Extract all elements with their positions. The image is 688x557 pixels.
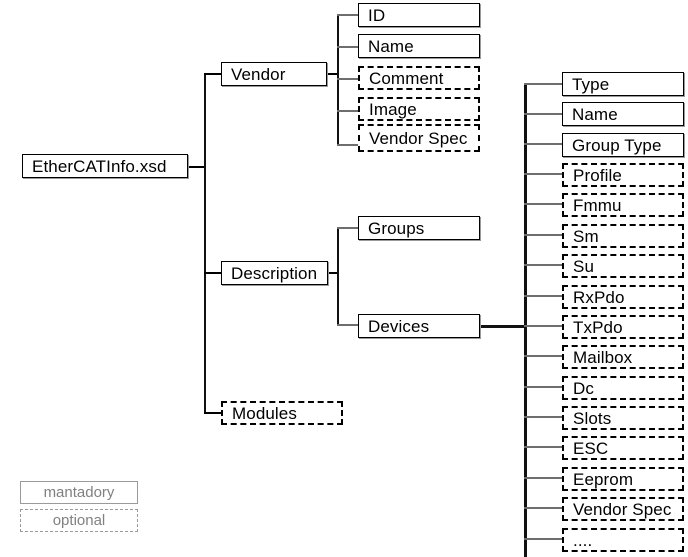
node-label: Fmmu — [573, 195, 622, 215]
connector-devices-to-fmmu — [524, 203, 562, 205]
node-label: RxPdo — [573, 287, 625, 307]
node-device-vendor-spec[interactable]: Vendor Spec — [562, 497, 684, 521]
node-label: Profile — [573, 165, 622, 185]
node-label: Group Type — [572, 135, 662, 155]
connector-vendor-stub — [328, 73, 338, 75]
node-label: Slots — [573, 408, 612, 428]
connector-devices-to-txpdo — [524, 325, 562, 327]
connector-description-trunk — [337, 227, 339, 326]
connector-devices-to-vendor-spec — [524, 507, 562, 509]
connector-root-to-modules — [204, 412, 222, 414]
node-label: Su — [573, 256, 594, 276]
node-vendor-comment[interactable]: Comment — [358, 66, 480, 90]
connector-vendor-to-name — [337, 46, 359, 48]
node-label: Comment — [369, 68, 444, 88]
node-device-type[interactable]: Type — [562, 72, 684, 96]
node-vendor[interactable]: Vendor — [221, 62, 327, 86]
node-label: Description — [231, 263, 318, 283]
node-vendor-image[interactable]: Image — [358, 97, 480, 121]
node-label: .... — [573, 530, 593, 550]
node-label: Mailbox — [573, 347, 633, 367]
node-device-esc[interactable]: ESC — [562, 436, 684, 460]
node-label: Vendor — [231, 64, 286, 84]
node-device-txpdo[interactable]: TxPdo — [562, 315, 684, 339]
connector-description-stub — [329, 272, 338, 274]
node-label: EtherCATInfo.xsd — [32, 156, 167, 176]
legend-label: optional — [52, 512, 106, 529]
node-modules[interactable]: Modules — [221, 401, 343, 425]
connector-devices-trunk — [524, 83, 527, 557]
connector-root-trunk — [204, 74, 206, 414]
connector-vendor-to-image — [337, 110, 359, 112]
node-device-su[interactable]: Su — [562, 254, 684, 278]
node-vendor-id[interactable]: ID — [358, 3, 480, 27]
node-label: Type — [572, 74, 610, 94]
node-label: TxPdo — [573, 317, 623, 337]
connector-root-to-description — [204, 272, 222, 274]
node-label: ESC — [573, 438, 609, 458]
node-device-ellipsis[interactable]: .... — [562, 528, 684, 552]
node-device-slots[interactable]: Slots — [562, 406, 684, 430]
node-label: Vendor Spec — [369, 128, 468, 148]
node-label: Modules — [232, 403, 297, 423]
node-label: Name — [368, 36, 414, 56]
connector-devices-to-su — [524, 264, 562, 266]
node-vendor-vendor-spec[interactable]: Vendor Spec — [358, 124, 480, 152]
node-device-dc[interactable]: Dc — [562, 376, 684, 400]
node-groups[interactable]: Groups — [358, 216, 480, 240]
node-device-name[interactable]: Name — [562, 102, 684, 126]
connector-vendor-trunk — [337, 14, 339, 146]
connector-devices-to-eeprom — [524, 477, 562, 479]
connector-vendor-to-id — [337, 14, 359, 16]
node-device-group-type[interactable]: Group Type — [562, 133, 684, 157]
node-device-profile[interactable]: Profile — [562, 163, 684, 187]
connector-vendor-to-vendor-spec — [337, 144, 359, 146]
connector-devices-to-slots — [524, 416, 562, 418]
connector-devices-stub — [481, 325, 525, 328]
connector-devices-to-dc — [524, 386, 562, 388]
node-description[interactable]: Description — [221, 261, 328, 285]
connector-devices-to-group-type — [524, 143, 562, 145]
node-vendor-name[interactable]: Name — [358, 34, 480, 58]
node-label: Image — [369, 99, 417, 119]
node-device-mailbox[interactable]: Mailbox — [562, 345, 684, 369]
node-devices[interactable]: Devices — [358, 314, 480, 338]
node-device-fmmu[interactable]: Fmmu — [562, 193, 684, 217]
connector-root-stub — [189, 166, 205, 168]
connector-devices-to-ellipsis — [524, 538, 562, 540]
legend-mantadory: mantadory — [20, 481, 138, 504]
node-label: ID — [368, 5, 386, 25]
node-device-sm[interactable]: Sm — [562, 224, 684, 248]
node-label: Vendor Spec — [573, 499, 672, 519]
legend-optional: optional — [20, 509, 138, 532]
node-label: Sm — [573, 226, 599, 246]
node-label: Dc — [573, 378, 594, 398]
legend-label: mantadory — [43, 484, 115, 501]
node-label: Groups — [368, 218, 425, 238]
node-label: Name — [572, 104, 618, 124]
node-label: Eeprom — [573, 469, 634, 489]
connector-devices-to-type — [524, 83, 562, 85]
node-device-rxpdo[interactable]: RxPdo — [562, 285, 684, 309]
connector-vendor-to-comment — [337, 78, 359, 80]
node-device-eeprom[interactable]: Eeprom — [562, 467, 684, 491]
connector-root-to-vendor — [204, 73, 222, 75]
connector-description-to-groups — [337, 227, 359, 229]
connector-devices-to-mailbox — [524, 355, 562, 357]
connector-description-to-devices — [337, 324, 359, 326]
connector-devices-to-esc — [524, 446, 562, 448]
node-label: Devices — [368, 316, 430, 336]
connector-devices-to-profile — [524, 173, 562, 175]
connector-devices-to-name — [524, 113, 562, 115]
connector-devices-to-sm — [524, 234, 562, 236]
node-root-ethercatinfo-xsd[interactable]: EtherCATInfo.xsd — [22, 154, 188, 178]
connector-devices-to-rxpdo — [524, 295, 562, 297]
